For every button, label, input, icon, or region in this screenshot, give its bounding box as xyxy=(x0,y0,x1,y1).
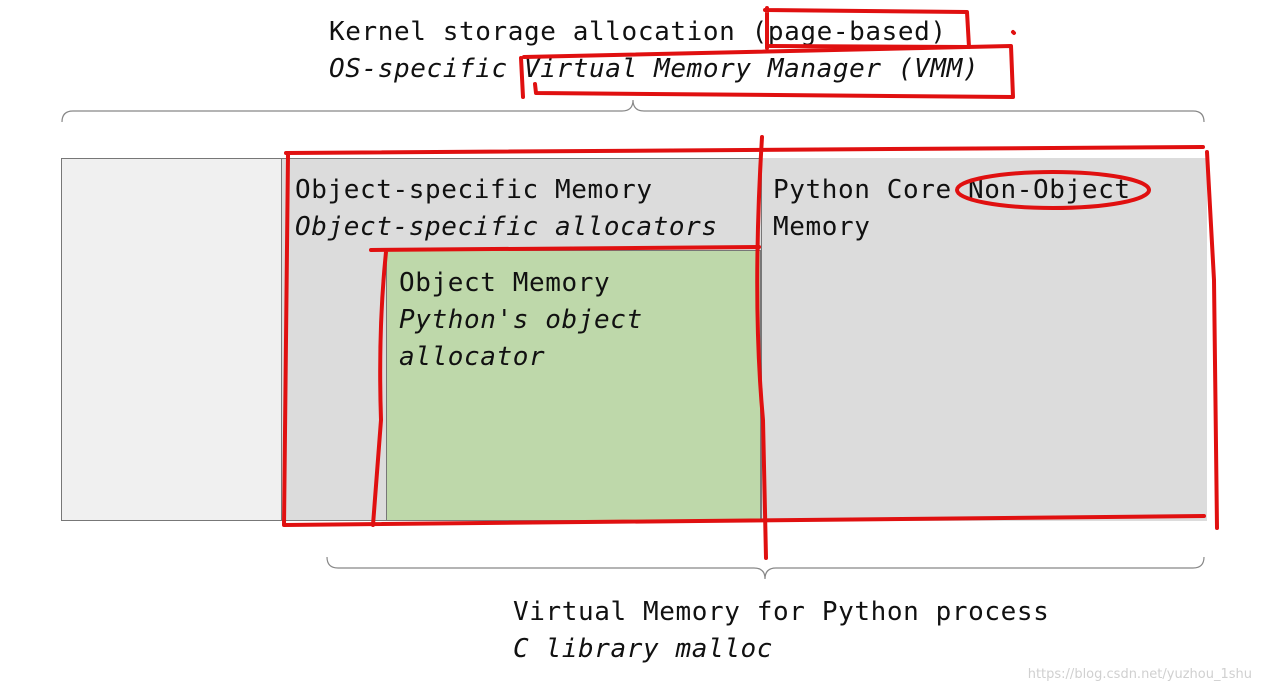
object-memory-title: Object Memory xyxy=(399,268,611,298)
object-allocator-label-line1: Python's object xyxy=(399,305,643,335)
vmm-label: OS-specific Virtual Memory Manager (VMM) xyxy=(329,54,980,84)
object-allocator-label-line2: allocator xyxy=(399,342,546,372)
core-memory-title-line1: Python Core Non-Object xyxy=(773,175,1131,205)
right-edge-highlight xyxy=(1205,150,1219,530)
object-specific-memory-title: Object-specific Memory xyxy=(295,175,653,205)
vmm-highlight xyxy=(519,44,1015,99)
non-object-highlight xyxy=(955,170,1151,210)
malloc-label: C library malloc xyxy=(513,634,774,664)
page-based-highlight xyxy=(763,6,971,50)
kernel-storage-label: Kernel storage allocation (page-based) xyxy=(329,17,947,47)
object-specific-allocators-label: Object-specific allocators xyxy=(295,212,718,242)
python-core-memory-box xyxy=(761,158,1207,521)
python-memory-highlight xyxy=(282,145,1206,527)
bottom-brace xyxy=(326,556,1205,580)
object-memory-highlight xyxy=(369,245,761,527)
virtual-memory-label: Virtual Memory for Python process xyxy=(513,597,1050,627)
watermark: https://blog.csdn.net/yuzhou_1shu xyxy=(1027,667,1252,682)
core-memory-title-line2: Memory xyxy=(773,212,871,242)
top-brace xyxy=(61,99,1205,123)
red-dot xyxy=(1011,30,1016,35)
divider-highlight xyxy=(755,135,768,560)
